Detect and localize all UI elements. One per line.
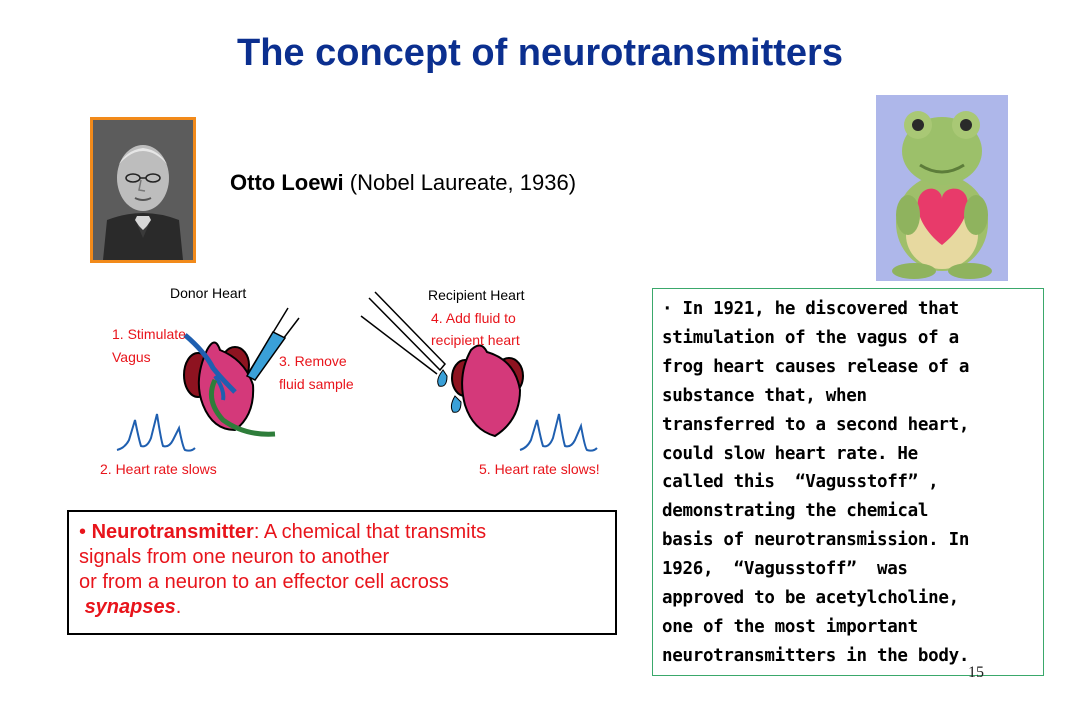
slide-title: The concept of neurotransmitters bbox=[237, 32, 843, 74]
frog-with-heart-photo bbox=[876, 95, 1008, 281]
portrait-photo bbox=[90, 117, 196, 263]
note-line: neurotransmitters in the body. bbox=[662, 645, 970, 666]
history-note-box: · In 1921, he discovered that stimulation… bbox=[652, 288, 1044, 676]
person-name: Otto Loewi bbox=[230, 170, 344, 195]
step-3-label: 3. Remove bbox=[279, 353, 347, 369]
step-1-label: 1. Stimulate bbox=[112, 326, 186, 342]
step-4-label-cont: recipient heart bbox=[431, 332, 520, 348]
definition-line-3: or from a neuron to an effector cell acr… bbox=[79, 571, 449, 593]
definition-box: • Neurotransmitter: A chemical that tran… bbox=[67, 510, 617, 635]
note-line: called this “Vagusstoff” , bbox=[662, 472, 939, 493]
donor-heart-label: Donor Heart bbox=[170, 285, 247, 301]
person-caption: Otto Loewi (Nobel Laureate, 1936) bbox=[230, 170, 576, 196]
note-line: demonstrating the chemical bbox=[662, 501, 929, 522]
note-line: substance that, when bbox=[662, 385, 867, 406]
definition-line-1: • Neurotransmitter: A chemical that tran… bbox=[79, 520, 605, 545]
step-4-label: 4. Add fluid to bbox=[431, 310, 516, 326]
note-line: one of the most important bbox=[662, 616, 918, 637]
recipient-heart-label: Recipient Heart bbox=[428, 287, 525, 303]
step-5-label: 5. Heart rate slows! bbox=[479, 461, 600, 477]
definition-line-4: synapses. bbox=[84, 596, 182, 618]
pipette-donor bbox=[245, 307, 300, 381]
donor-heart-illustration bbox=[183, 333, 276, 437]
pipette-recipient bbox=[360, 291, 462, 413]
heart-rate-trace-donor bbox=[116, 413, 196, 452]
note-line: 1926, “Vagusstoff” was bbox=[662, 559, 908, 580]
definition-text: : A chemical that transmits bbox=[253, 521, 487, 543]
definition-term: Neurotransmitter bbox=[91, 521, 254, 543]
note-line: stimulation of the vagus of a bbox=[662, 327, 959, 348]
step-3-label-cont: fluid sample bbox=[279, 376, 354, 392]
heart-rate-trace-recipient bbox=[519, 413, 598, 452]
note-line: approved to be acetylcholine, bbox=[662, 588, 959, 609]
note-line: basis of neurotransmission. In bbox=[662, 530, 970, 551]
note-line: · In 1921, he discovered that bbox=[662, 299, 959, 319]
recipient-heart-illustration bbox=[451, 344, 524, 438]
note-line: frog heart causes release of a bbox=[662, 356, 970, 377]
step-2-label: 2. Heart rate slows bbox=[100, 461, 217, 477]
note-line: could slow heart rate. He bbox=[662, 443, 918, 464]
definition-line-2: signals from one neuron to another bbox=[79, 546, 390, 568]
step-1-label-cont: Vagus bbox=[112, 349, 151, 365]
synapses-term: synapses bbox=[84, 596, 176, 618]
loewi-experiment-diagram: Donor Heart Recipient Heart 1. Stimulate… bbox=[95, 280, 635, 490]
note-line: transferred to a second heart, bbox=[662, 414, 970, 435]
bullet: • bbox=[79, 521, 92, 543]
person-detail: (Nobel Laureate, 1936) bbox=[343, 170, 577, 195]
page-number: 15 bbox=[968, 664, 984, 681]
